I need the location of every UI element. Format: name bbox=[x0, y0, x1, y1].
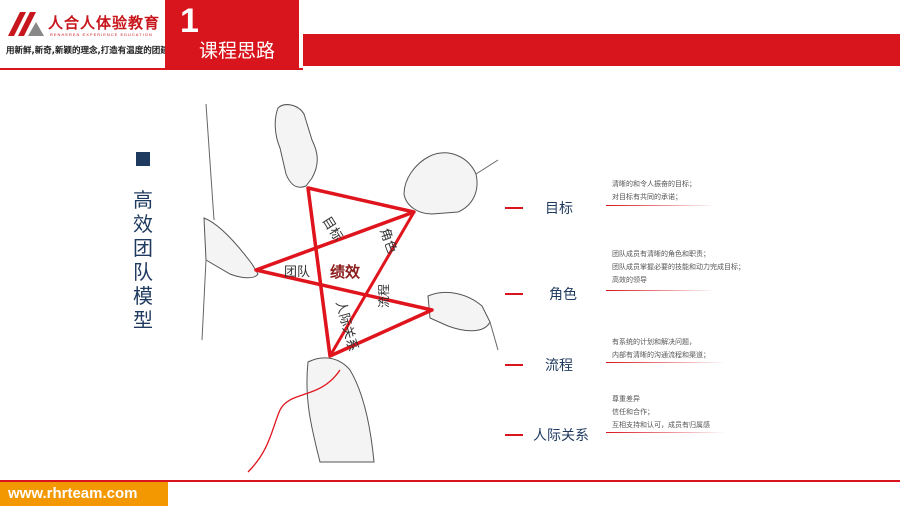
header: 人合人体验教育 RENHEREN EXPERIENCE EDUCATION 用新… bbox=[0, 0, 900, 92]
logo-icon bbox=[8, 12, 44, 36]
star-label-process: 流程 bbox=[376, 284, 391, 308]
arm-outlines bbox=[201, 103, 499, 351]
desc-line: 有系统的计划和解决问题， bbox=[612, 338, 696, 346]
item-dash bbox=[505, 207, 523, 209]
desc-line: 团队成员有清晰的角色和职责； bbox=[612, 250, 710, 258]
hand-top bbox=[274, 104, 318, 188]
section-badge: 1 课程思路 bbox=[165, 0, 301, 68]
side-title-char: 队 bbox=[133, 260, 153, 284]
item-dash bbox=[505, 293, 523, 295]
hand-left bbox=[203, 217, 259, 279]
side-title-char: 型 bbox=[133, 308, 153, 332]
side-title-char: 效 bbox=[133, 212, 153, 236]
hand-right bbox=[427, 291, 491, 332]
title-bullet bbox=[136, 152, 150, 166]
hand-sketches bbox=[203, 104, 491, 463]
desc-underline bbox=[606, 290, 716, 291]
star-label-performance: 绩效 bbox=[330, 263, 361, 281]
item-label: 角色 bbox=[549, 287, 577, 303]
desc-line: 高效的领导 bbox=[612, 276, 647, 284]
desc-line: 内部有清晰的沟通流程和渠道； bbox=[612, 351, 710, 359]
desc-underline bbox=[606, 362, 726, 363]
desc-underline bbox=[606, 432, 726, 433]
item-label: 流程 bbox=[545, 358, 573, 374]
footer-url[interactable]: www.rhrteam.com bbox=[0, 482, 168, 506]
item-desc-relation: 尊重差异 信任和合作； 互相支持和认可，成员有归属感 bbox=[612, 393, 710, 432]
desc-line: 清晰的和令人振奋的目标； bbox=[612, 180, 696, 188]
item-desc-process: 有系统的计划和解决问题， 内部有清晰的沟通流程和渠道； bbox=[612, 336, 710, 362]
desc-line: 信任和合作； bbox=[612, 408, 654, 416]
dangling-string bbox=[247, 369, 341, 473]
logo-subtitle: RENHEREN EXPERIENCE EDUCATION bbox=[50, 32, 153, 37]
side-title-char: 模 bbox=[133, 284, 153, 308]
hand-bottom bbox=[306, 357, 375, 463]
team-star-illustration: 目标 角色 团队 绩效 流程 人际关系 bbox=[201, 103, 499, 473]
logo-slogan: 用新鲜,新奇,新颖的理念,打造有温度的团建 bbox=[6, 46, 169, 56]
item-dash bbox=[505, 434, 523, 436]
logo-name: 人合人体验教育 bbox=[48, 14, 161, 32]
item-desc-goal: 清晰的和令人振奋的目标； 对目标有共同的承诺； bbox=[612, 178, 696, 204]
star-label-team: 团队 bbox=[284, 265, 310, 280]
side-title: 高 效 团 队 模 型 bbox=[128, 188, 158, 332]
logo-block[interactable]: 人合人体验教育 RENHEREN EXPERIENCE EDUCATION 用新… bbox=[0, 0, 169, 70]
item-label: 人际关系 bbox=[533, 428, 589, 444]
desc-line: 团队成员掌握必要的技能和动力完成目标； bbox=[612, 263, 745, 271]
red-string-star bbox=[254, 186, 434, 358]
star-label-role: 角色 bbox=[376, 226, 400, 256]
page-number: 6 bbox=[815, 78, 870, 92]
item-dash bbox=[505, 364, 523, 366]
desc-line: 互相支持和认可，成员有归属感 bbox=[612, 421, 710, 429]
side-title-char: 高 bbox=[133, 188, 153, 212]
header-underline bbox=[0, 68, 303, 70]
side-title-char: 团 bbox=[133, 236, 153, 260]
desc-underline bbox=[606, 205, 716, 206]
hand-top-right bbox=[403, 152, 478, 215]
item-desc-role: 团队成员有清晰的角色和职责； 团队成员掌握必要的技能和动力完成目标； 高效的领导 bbox=[612, 248, 745, 287]
header-red-bar: 6 bbox=[303, 34, 900, 92]
item-label: 目标 bbox=[545, 201, 573, 217]
section-title: 课程思路 bbox=[199, 40, 276, 62]
desc-line: 对目标有共同的承诺； bbox=[612, 193, 682, 201]
desc-line: 尊重差异 bbox=[612, 395, 640, 403]
footer-line bbox=[0, 480, 900, 482]
section-number: 1 bbox=[180, 2, 199, 40]
